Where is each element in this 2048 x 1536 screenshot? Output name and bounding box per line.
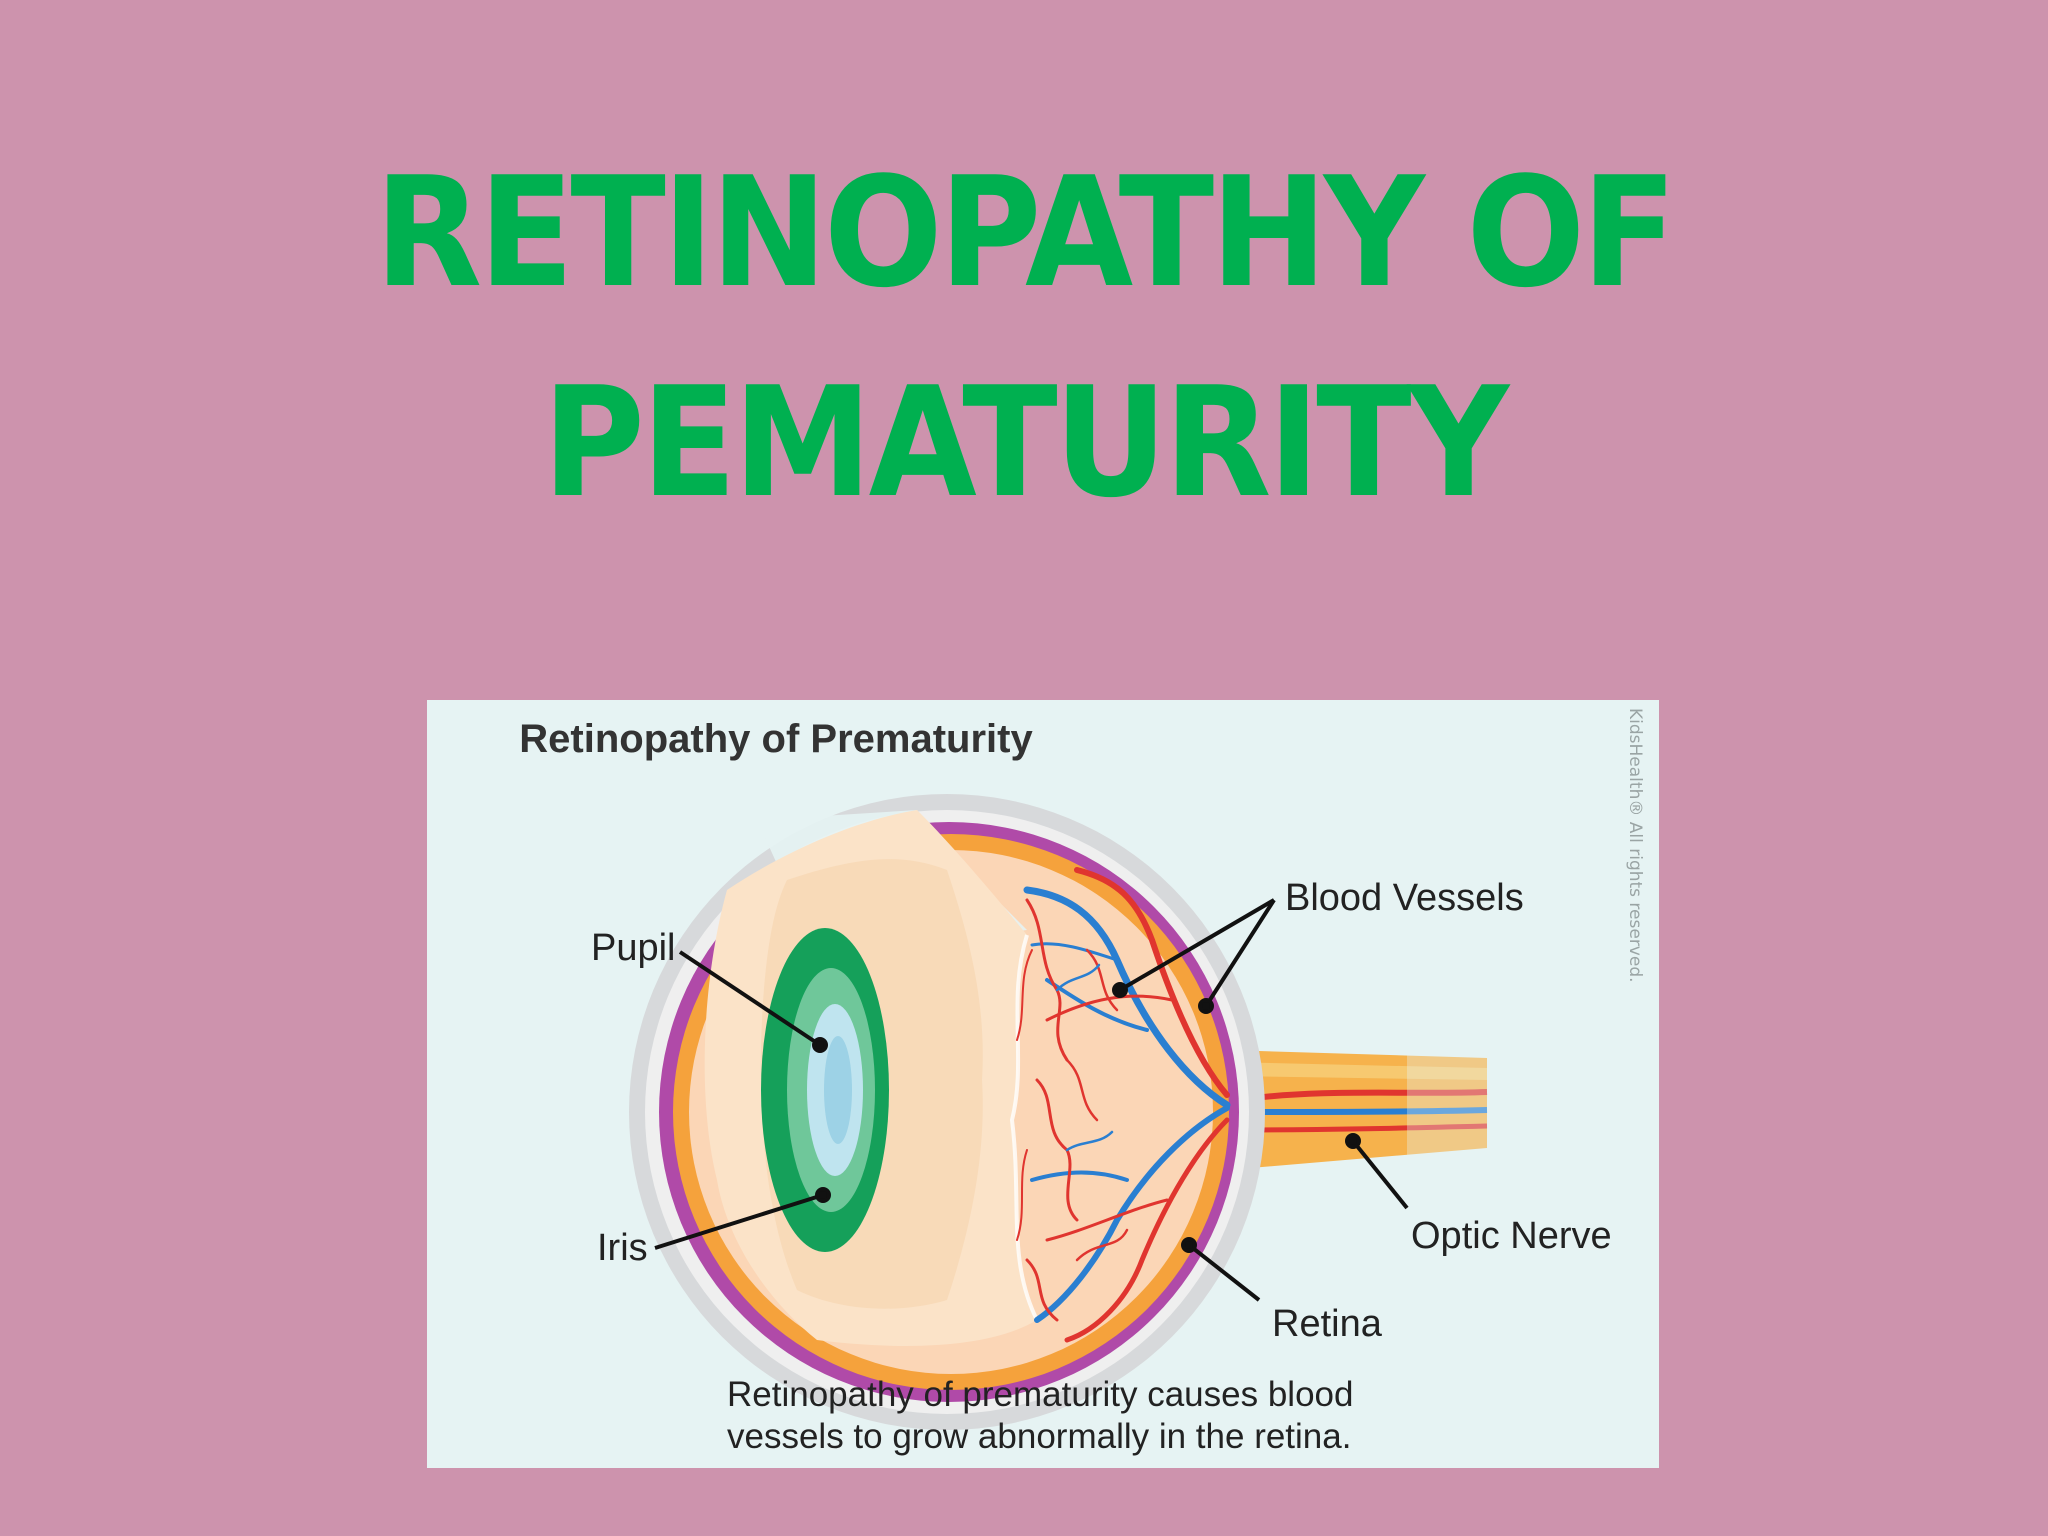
eye-diagram-figure: Retinopathy of Prematurity <box>427 700 1659 1468</box>
label-optic-nerve: Optic Nerve <box>1411 1215 1612 1257</box>
figure-caption-line-1: Retinopathy of prematurity causes blood <box>727 1375 1353 1414</box>
figure-caption-line-2: vessels to grow abnormally in the retina… <box>727 1417 1351 1456</box>
slide-title-line-1: RETINOPATHY OF <box>374 144 1677 321</box>
label-retina: Retina <box>1272 1303 1383 1345</box>
figure-credit: KidsHealth® All rights reserved. <box>1625 708 1645 983</box>
eye-diagram-svg: Retinopathy of Prematurity <box>519 708 1645 1456</box>
iris-shape <box>761 928 889 1252</box>
leader-lines <box>654 898 1409 1302</box>
label-blood-vessels: Blood Vessels <box>1285 877 1524 919</box>
slide-title-line-2: PEMATURITY <box>542 354 1509 531</box>
slide-title: RETINOPATHY OF PEMATURITY <box>82 128 1966 548</box>
figure-title: Retinopathy of Prematurity <box>519 717 1033 761</box>
optic-nerve-shape <box>1227 1050 1497 1170</box>
blood-vessels-shape <box>1016 867 1231 1343</box>
label-pupil: Pupil <box>591 927 676 969</box>
label-iris: Iris <box>597 1227 648 1269</box>
